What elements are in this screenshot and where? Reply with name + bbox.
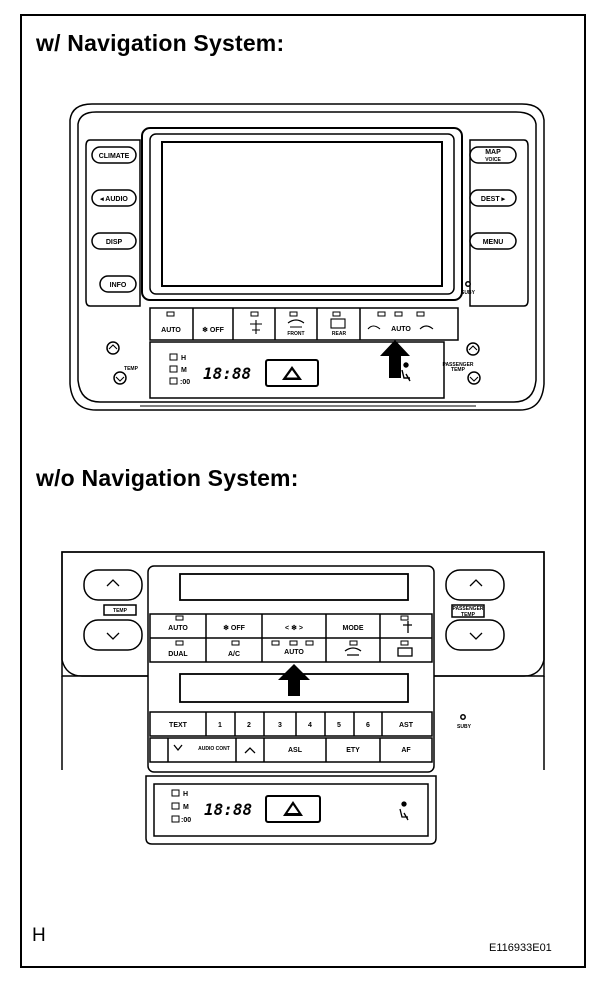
row2-dual[interactable]: DUAL	[168, 651, 188, 658]
without-nav-icons	[106, 579, 483, 821]
ind-h-2: H	[183, 791, 188, 798]
ind-00-2: :00	[181, 817, 191, 824]
btn-map[interactable]: MAP	[485, 149, 501, 156]
with-nav-panel	[69, 103, 545, 411]
fresh-air-icon	[419, 325, 434, 330]
recirculate-icon	[367, 325, 381, 330]
ind-00: :00	[180, 379, 190, 386]
row2-ac[interactable]: A/C	[228, 651, 240, 658]
btn-ety[interactable]: ETY	[346, 747, 360, 754]
pointer-arrow-without-nav	[278, 664, 310, 696]
preset-ast[interactable]: AST	[399, 722, 414, 729]
with-nav-labels: CLIMATE ◂ AUDIO DISP INFO MAP VOICE DEST…	[99, 149, 506, 386]
defog-rear-icon-2	[397, 647, 413, 657]
defog-front[interactable]: FRONT	[287, 331, 304, 337]
seat-icon-head-2	[401, 801, 407, 807]
clock-display-2: 18:88	[204, 800, 252, 819]
pointer-arrow-with-nav	[380, 340, 410, 378]
btn-disp[interactable]: DISP	[106, 239, 123, 246]
without-nav-panel	[61, 551, 545, 845]
btn-dest[interactable]: DEST ▸	[481, 196, 506, 203]
row2-auto[interactable]: AUTO	[284, 649, 304, 656]
defog-front-icon	[287, 319, 305, 328]
temp-left-label-2: TEMP	[113, 608, 128, 614]
without-nav-labels: TEMP PASSENGER TEMP AUTO ❄ OFF < ❄ > MOD…	[113, 606, 484, 824]
preset-5[interactable]: 5	[337, 722, 341, 729]
figure-frame	[20, 14, 586, 968]
clock-display: 18:88	[203, 364, 251, 383]
temp-up-icon-left	[108, 344, 118, 350]
temp-left-label: TEMP	[124, 366, 139, 372]
passenger-label: PASSENGER	[442, 362, 473, 368]
temp-down-icon-left	[115, 376, 125, 382]
preset-2[interactable]: 2	[247, 722, 251, 729]
hvac-auto-right[interactable]: AUTO	[391, 326, 411, 333]
btn-map-voice: VOICE	[485, 157, 501, 163]
hvac-fan-off[interactable]: ❄ OFF	[202, 326, 225, 334]
passenger-label-2: PASSENGER	[452, 606, 483, 612]
temp-down-icon-right-2	[469, 632, 483, 640]
temp-down-icon-left-2	[106, 632, 120, 640]
row1-mode[interactable]: MODE	[343, 625, 364, 632]
corner-letter: H	[32, 925, 46, 946]
preset-6[interactable]: 6	[366, 722, 370, 729]
temp-up-icon-right-2	[469, 579, 483, 587]
with-nav-title: w/ Navigation System:	[36, 30, 285, 56]
btn-menu[interactable]: MENU	[483, 239, 504, 246]
tune-down-icon	[173, 744, 183, 752]
with-nav-indicator-leds	[166, 311, 425, 385]
row1-auto[interactable]: AUTO	[168, 625, 188, 632]
without-nav-leds	[171, 615, 409, 823]
hvac-auto-left[interactable]: AUTO	[161, 327, 181, 334]
preset-3[interactable]: 3	[278, 722, 282, 729]
btn-af[interactable]: AF	[401, 747, 411, 754]
defog-rear-icon	[330, 318, 346, 329]
ind-m-2: M	[183, 804, 189, 811]
temp-up-icon-left-2	[106, 579, 120, 587]
with-nav-left-buttons	[91, 146, 137, 293]
preset-1[interactable]: 1	[218, 722, 222, 729]
temp-down-icon-right	[469, 376, 479, 382]
ind-m: M	[181, 367, 187, 374]
temp-right-label: TEMP	[451, 367, 466, 373]
airflow-icon-2	[403, 621, 412, 633]
btn-info[interactable]: INFO	[110, 282, 127, 289]
defog-rear[interactable]: REAR	[332, 331, 347, 337]
hvac-icons-with-nav	[108, 318, 479, 382]
row1-fan-speed[interactable]: < ❄ >	[285, 624, 303, 632]
suby-label-2: SUBY	[457, 724, 472, 730]
ind-h: H	[181, 355, 186, 362]
airflow-icon	[250, 320, 262, 334]
defog-front-icon-2	[344, 647, 362, 656]
btn-asl[interactable]: ASL	[288, 747, 303, 754]
suby-label: SUBY	[461, 290, 476, 296]
temp-right-label-2: TEMP	[461, 612, 476, 618]
audio-cont[interactable]: AUDIO CONT	[198, 746, 230, 752]
seat-icon-2	[399, 808, 409, 821]
temp-up-icon-right	[468, 345, 478, 351]
preset-text[interactable]: TEXT	[169, 722, 188, 729]
with-nav-right-buttons	[465, 146, 517, 287]
seat-heater-icon	[401, 362, 411, 382]
preset-4[interactable]: 4	[308, 722, 312, 729]
btn-climate[interactable]: CLIMATE	[99, 153, 130, 160]
tune-up-icon	[244, 747, 256, 754]
row1-fan-off[interactable]: ❄ OFF	[223, 624, 246, 632]
without-nav-title: w/o Navigation System:	[36, 465, 299, 491]
btn-audio[interactable]: ◂ AUDIO	[99, 196, 128, 203]
figure-id: E116933E01	[489, 942, 552, 954]
